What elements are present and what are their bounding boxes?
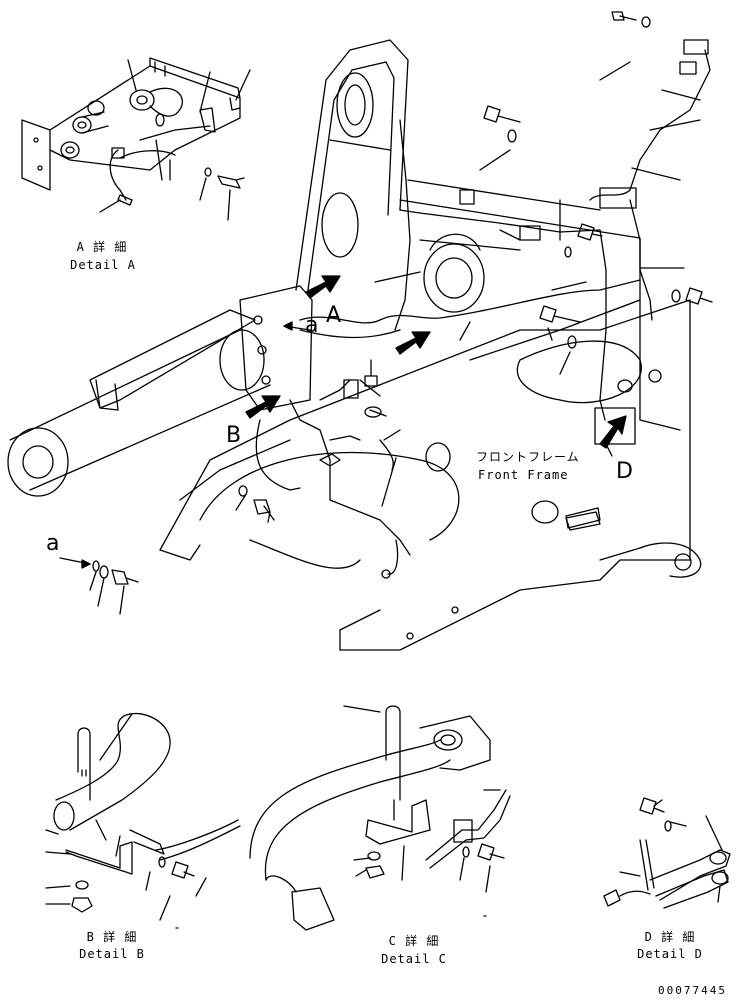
marker-a-lower: a <box>46 531 60 556</box>
front-frame-drawing <box>7 11 713 651</box>
detail-b-title-jp: B 詳 細 <box>86 930 138 944</box>
marker-a: A <box>326 303 342 328</box>
marker-d: D <box>616 459 633 484</box>
front-frame-label-en: Front Frame <box>478 468 569 482</box>
detail-c-title-en: Detail C <box>381 952 447 966</box>
detail-a-drawing <box>21 57 251 221</box>
view-a-fasteners <box>59 557 139 615</box>
marker-a-view: a <box>305 313 319 338</box>
detail-a-title-jp: A 詳 細 <box>76 240 128 254</box>
marker-b: B <box>226 423 242 448</box>
drawing-number: 00077445 <box>658 984 727 997</box>
detail-b-drawing <box>45 712 241 929</box>
detail-d-drawing <box>603 797 731 909</box>
detail-d-title-en: Detail D <box>637 947 703 961</box>
detail-c-title-jp: C 詳 細 <box>388 934 440 948</box>
front-frame-label-jp: フロントフレーム <box>476 450 580 464</box>
detail-a-title-en: Detail A <box>70 258 136 272</box>
detail-d-title-jp: D 詳 細 <box>644 930 696 944</box>
detail-b-title-en: Detail B <box>79 947 145 961</box>
detail-c-drawing <box>249 705 511 931</box>
